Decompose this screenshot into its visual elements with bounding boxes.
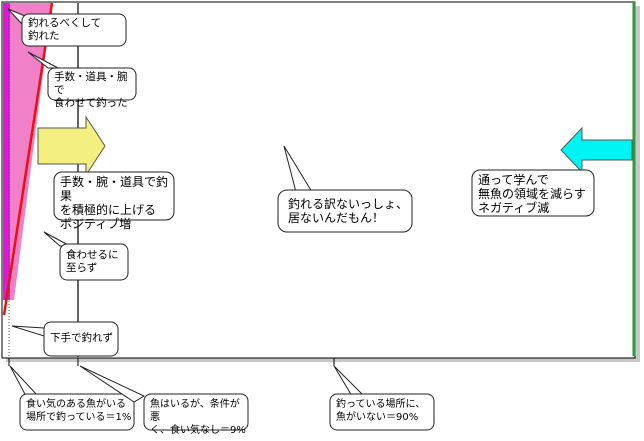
empty-label-text: 釣っている場所に、 魚がいない＝90%	[336, 399, 426, 423]
callout-top	[21, 13, 127, 47]
center-label-text: 釣れる訳ないっしょ、 居ないんだもん！	[288, 197, 409, 225]
callout-skill	[47, 67, 137, 101]
callout-tail-empty	[333, 365, 366, 397]
positive-increase-arrow	[37, 115, 106, 177]
callout-inactive	[143, 393, 249, 431]
callout-negative	[471, 169, 595, 217]
positive-boundary-line	[2, 2, 54, 316]
active-fish-bar	[3, 3, 10, 300]
skill-label-text: 手数・道具・腕で 食わせて釣った	[54, 71, 128, 109]
callout-bubbles	[7, 8, 595, 431]
callout-center	[277, 189, 413, 233]
callout-empty	[329, 393, 435, 431]
inactive-label-text: 魚はいるが、条件が悪 く、食い気なし＝9%	[150, 399, 246, 436]
unskilled-label-text: 下手で釣れず	[50, 332, 113, 344]
callout-active	[19, 393, 135, 431]
callout-tail-active	[9, 365, 40, 397]
callout-tail-inactive	[79, 365, 146, 403]
callout-positive	[53, 171, 175, 221]
top-label-text: 釣れるべくして 釣れた	[28, 17, 102, 42]
callout-unskilled	[43, 321, 119, 357]
negative-label-text: 通って学んで 無魚の領域を減らす ネガティブ減	[478, 173, 586, 215]
bite-label-text: 食わせるに 至らず	[66, 249, 119, 274]
callout-bite	[59, 243, 129, 281]
negative-decrease-arrow	[560, 126, 633, 174]
positive-label-text: 手数・腕・道具で釣果 を積極的に上げる ポジティブ増	[60, 175, 169, 231]
active-label-text: 食い気のある魚がいる 場所で釣っている＝1%	[26, 399, 132, 423]
